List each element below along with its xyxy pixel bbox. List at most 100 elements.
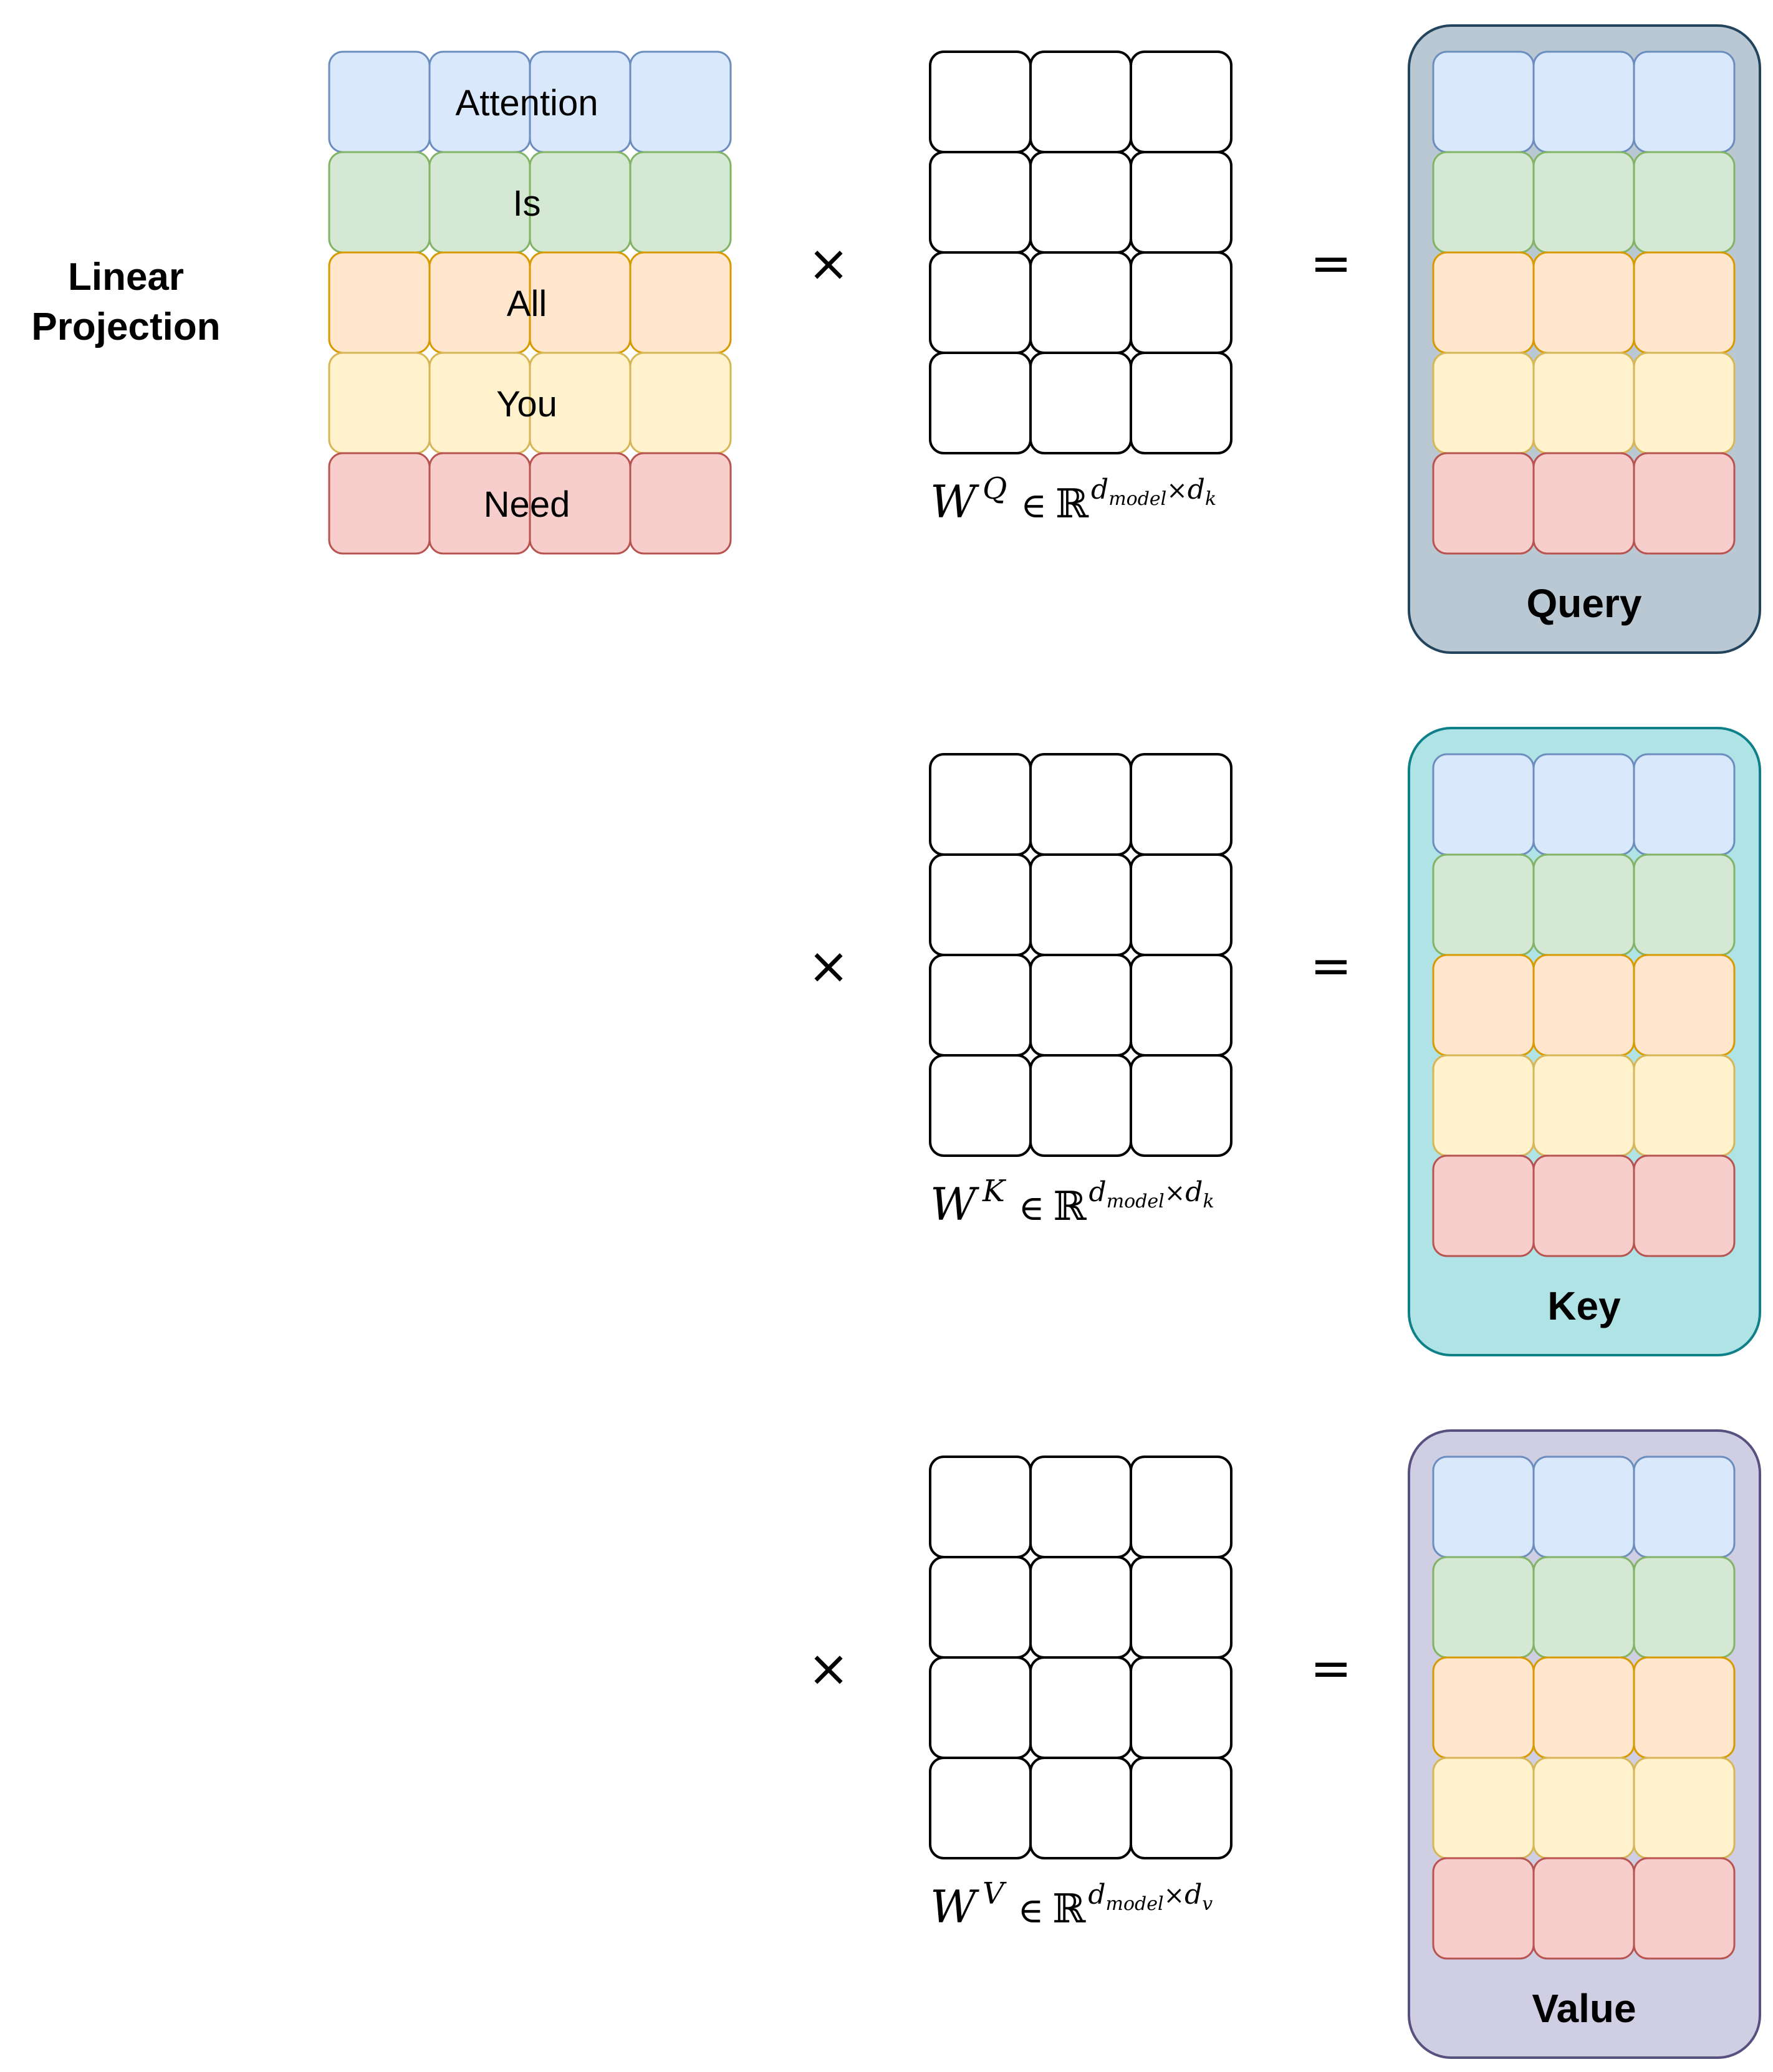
weight-cell xyxy=(1029,1456,1132,1558)
weight-cell xyxy=(929,1054,1032,1157)
value-cell xyxy=(1633,1656,1736,1759)
key-label: Key xyxy=(1547,1283,1621,1328)
weight-cell xyxy=(1130,1556,1232,1659)
key-cell xyxy=(1633,1154,1736,1257)
multiply-symbol-key: × xyxy=(807,937,849,995)
weight-cell xyxy=(1130,251,1232,354)
key-cell xyxy=(1532,853,1635,956)
weight-cell xyxy=(929,151,1032,254)
weight-cell xyxy=(1029,753,1132,856)
query-cell xyxy=(1532,452,1635,555)
weight-cell xyxy=(1029,853,1132,956)
weight-matrix-value xyxy=(929,1456,1232,1859)
value-cell xyxy=(1633,1757,1736,1859)
weight-cell xyxy=(1029,1054,1132,1157)
weight-cell xyxy=(929,1757,1032,1859)
equals-symbol-query: = xyxy=(1310,234,1352,292)
token-label-need: Need xyxy=(484,484,570,525)
heading-line2: Projection xyxy=(31,305,220,348)
query-label: Query xyxy=(1527,581,1642,626)
query-cell xyxy=(1633,151,1736,254)
weight-cell xyxy=(1029,50,1132,153)
query-cell xyxy=(1432,151,1535,254)
weight-cell xyxy=(1029,954,1132,1057)
query-output-box xyxy=(1408,24,1761,654)
weight-cell xyxy=(1130,50,1232,153)
multiply-symbol-query: × xyxy=(807,234,849,292)
token-label-all: All xyxy=(507,284,547,324)
key-output-box xyxy=(1408,727,1761,1356)
key-cell xyxy=(1432,753,1535,856)
weight-cell xyxy=(1130,954,1232,1057)
weight-cell xyxy=(929,1656,1032,1759)
input-token-labels: Attention Is All You Need xyxy=(456,83,598,525)
value-cell xyxy=(1432,1757,1535,1859)
weight-cell xyxy=(929,853,1032,956)
value-cell xyxy=(1432,1556,1535,1659)
weight-cell xyxy=(1029,251,1132,354)
weight-cell xyxy=(1130,1456,1232,1558)
value-cell xyxy=(1532,1656,1635,1759)
weight-cell xyxy=(1130,1054,1232,1157)
input-embedding-matrix xyxy=(328,50,732,555)
weight-cell xyxy=(1130,853,1232,956)
key-cell xyxy=(1432,853,1535,956)
input-cell xyxy=(328,251,431,354)
weight-cell xyxy=(1029,1556,1132,1659)
query-cell xyxy=(1633,352,1736,454)
equals-symbol-value: = xyxy=(1310,1639,1352,1697)
weight-cell xyxy=(1130,753,1232,856)
weight-cell xyxy=(1029,352,1132,454)
input-cell xyxy=(629,151,732,254)
key-cell xyxy=(1432,954,1535,1057)
value-cell xyxy=(1532,1456,1635,1558)
input-cell xyxy=(629,251,732,354)
value-cell xyxy=(1633,1456,1736,1558)
input-cell xyxy=(328,352,431,454)
value-cell xyxy=(1633,1556,1736,1659)
query-cell xyxy=(1432,50,1535,153)
key-cell xyxy=(1532,753,1635,856)
input-cell xyxy=(328,151,431,254)
input-cell xyxy=(629,452,732,555)
weight-cell xyxy=(1029,1757,1132,1859)
value-cell xyxy=(1633,1857,1736,1960)
input-cell xyxy=(629,50,732,153)
weight-cell xyxy=(1029,1656,1132,1759)
input-cell xyxy=(328,452,431,555)
key-cell xyxy=(1532,1154,1635,1257)
equals-symbol-key: = xyxy=(1310,937,1352,995)
query-cell xyxy=(1532,251,1635,354)
weight-cell xyxy=(1130,1656,1232,1759)
weight-matrix-key xyxy=(929,753,1232,1157)
input-cell xyxy=(328,50,431,153)
query-cell xyxy=(1432,352,1535,454)
key-cell xyxy=(1432,1054,1535,1157)
key-cell xyxy=(1633,1054,1736,1157)
weight-cell xyxy=(1130,151,1232,254)
multiply-symbol-value: × xyxy=(807,1639,849,1697)
weight-cell xyxy=(929,1556,1032,1659)
value-output-box xyxy=(1408,1429,1761,2059)
weight-cell xyxy=(1029,151,1132,254)
query-cell xyxy=(1532,50,1635,153)
key-cell xyxy=(1633,853,1736,956)
weight-matrix-query xyxy=(929,50,1232,454)
query-cell xyxy=(1532,151,1635,254)
token-label-you: You xyxy=(496,384,557,424)
key-cell xyxy=(1633,954,1736,1057)
value-cell xyxy=(1532,1556,1635,1659)
weight-cell xyxy=(929,954,1032,1057)
value-cell xyxy=(1432,1656,1535,1759)
key-cell xyxy=(1532,1054,1635,1157)
value-cell xyxy=(1432,1857,1535,1960)
value-cell xyxy=(1532,1857,1635,1960)
